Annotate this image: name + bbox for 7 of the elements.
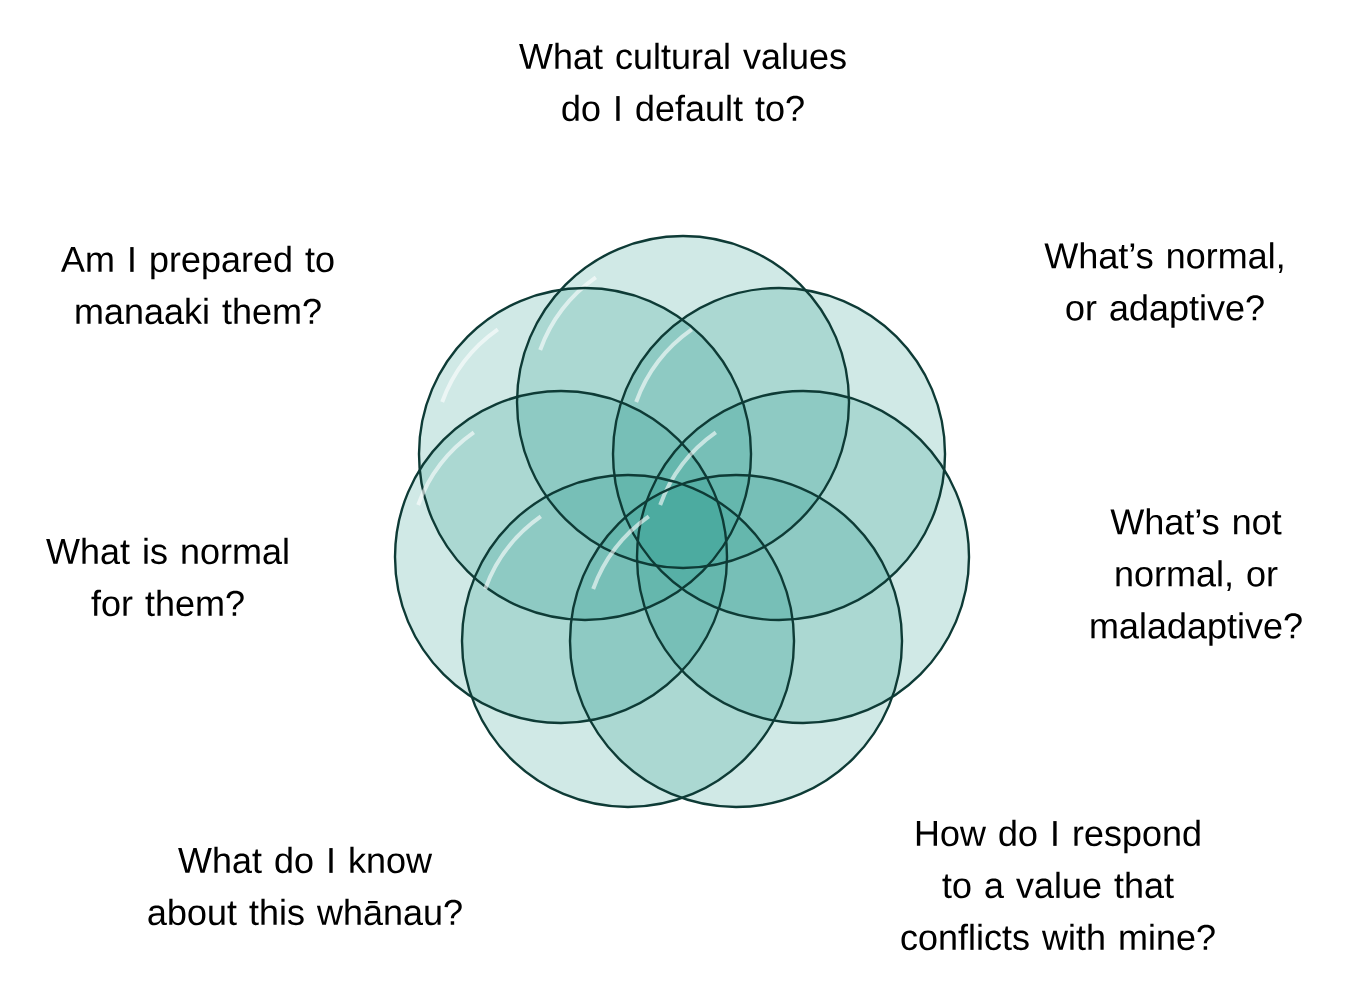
- question-text: What cultural values do I default to?: [519, 42, 846, 122]
- question-text: What’s normal, or adaptive?: [1044, 242, 1283, 328]
- question-text: Am I prepared to manaaki them?: [61, 245, 334, 325]
- question-text: What do I know about this whānau?: [148, 846, 462, 926]
- question-text: How do I respond to a value that conflicts with mine?: [901, 819, 1215, 951]
- question-text: What’s not normal, or maladaptive?: [1091, 508, 1302, 646]
- question-text: What is normal for them?: [46, 537, 288, 617]
